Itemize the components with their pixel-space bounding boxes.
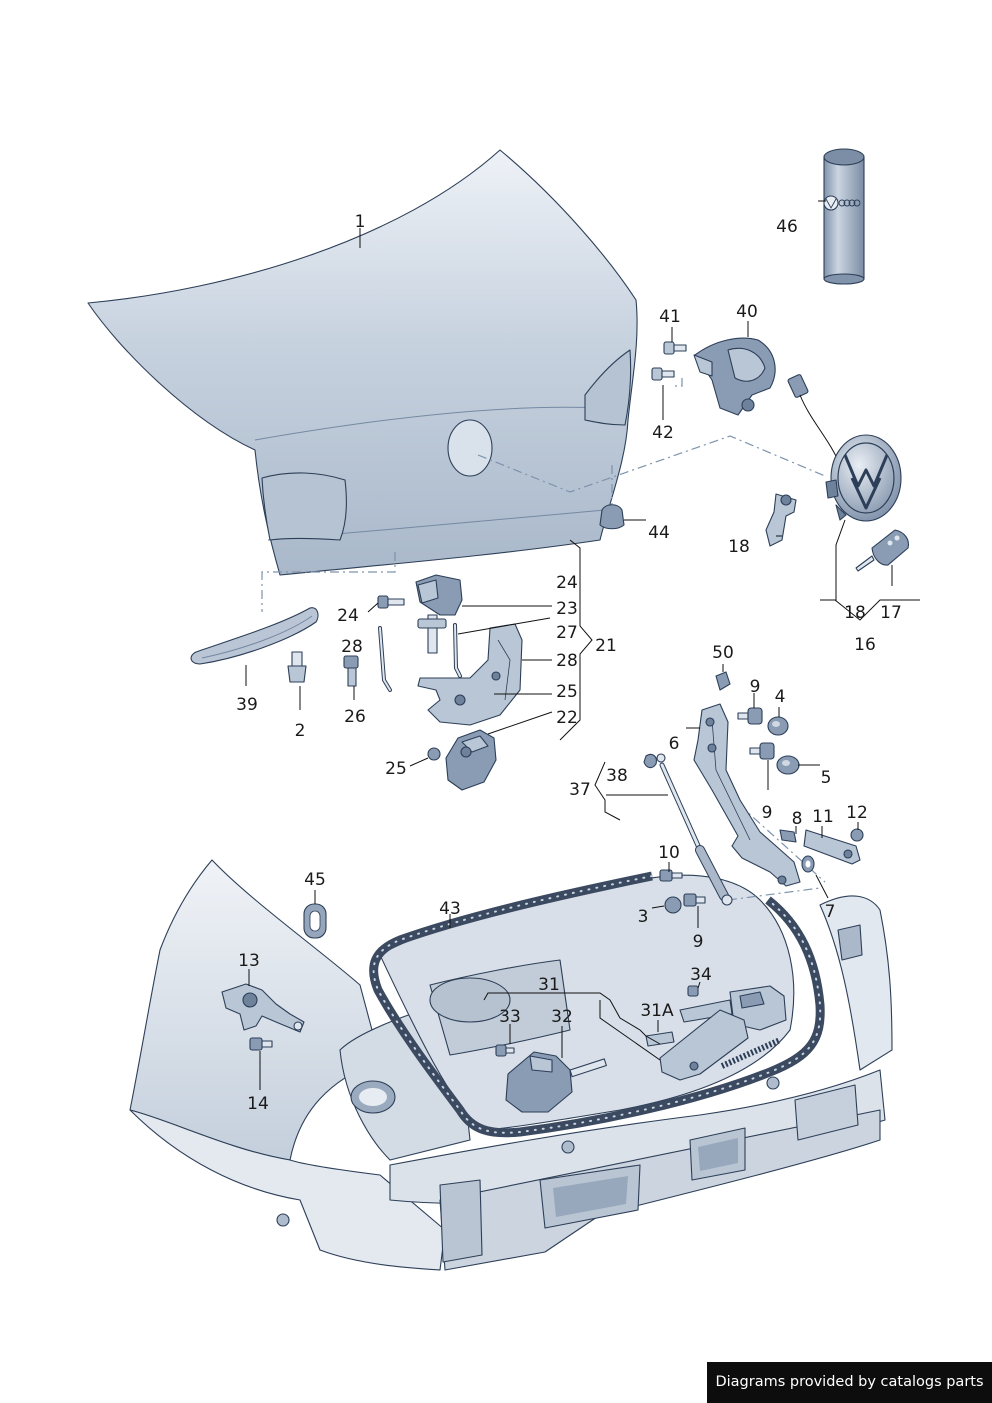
callout-9-middle: 9	[762, 803, 773, 823]
clip-8	[779, 829, 797, 843]
callout-6: 6	[669, 734, 680, 754]
callout-50: 50	[712, 643, 734, 663]
seal-ring-45	[303, 903, 327, 939]
trunk-lock-latch	[445, 729, 497, 791]
lock-cylinder-bracket	[765, 493, 797, 547]
actuator-rod-27	[453, 623, 462, 678]
callout-14: 14	[247, 1094, 269, 1114]
callout-41: 41	[659, 307, 681, 327]
central-locking-motor	[415, 574, 463, 654]
trunk-release-actuator	[505, 1051, 607, 1113]
callout-18-lower: 18	[844, 603, 866, 623]
callout-43: 43	[439, 899, 461, 919]
paint-can	[823, 148, 865, 285]
callout-24-right: 24	[556, 573, 578, 593]
lock-mechanism	[693, 337, 776, 416]
callout-18-upper: 18	[728, 537, 750, 557]
callout-37: 37	[569, 780, 591, 800]
circlip-38	[643, 753, 666, 769]
washer-7	[801, 855, 815, 873]
bush-3	[664, 896, 682, 914]
callout-28-right: 28	[556, 651, 578, 671]
grommet-44	[599, 504, 625, 530]
gas-strut	[659, 762, 733, 906]
callout-26: 26	[344, 707, 366, 727]
callout-9-lower: 9	[693, 932, 704, 952]
bush-5	[776, 755, 800, 775]
hinge-tension-bracket	[659, 985, 787, 1081]
callout-31A: 31A	[640, 1001, 674, 1021]
callout-5: 5	[821, 768, 832, 788]
nut-25	[427, 747, 441, 761]
callout-4: 4	[775, 687, 786, 707]
callout-10: 10	[658, 843, 680, 863]
callout-9-upper: 9	[750, 677, 761, 697]
callout-21: 21	[595, 636, 617, 656]
remote-key	[855, 529, 909, 572]
screw-9-upper	[737, 707, 763, 725]
nut-12	[850, 828, 864, 842]
screw-9-bottom	[683, 893, 706, 907]
callout-8: 8	[792, 809, 803, 829]
wiring-connector	[787, 374, 841, 466]
callout-3: 3	[638, 907, 649, 927]
callout-33: 33	[499, 1007, 521, 1027]
callout-27: 27	[556, 623, 578, 643]
screw-34	[687, 985, 699, 997]
callout-45: 45	[304, 870, 326, 890]
screw-9-lower	[749, 742, 775, 760]
callout-1: 1	[355, 212, 366, 232]
callout-24-left: 24	[337, 606, 359, 626]
screw-42	[651, 367, 675, 381]
callout-2: 2	[295, 721, 306, 741]
callout-12: 12	[846, 803, 868, 823]
callout-7: 7	[825, 902, 836, 922]
screw-41	[663, 341, 687, 355]
trunk-lid	[87, 149, 638, 576]
callout-25-left: 25	[385, 759, 407, 779]
callout-23: 23	[556, 599, 578, 619]
credit-banner: Diagrams provided by catalogs parts	[707, 1362, 992, 1403]
bush-4	[767, 716, 789, 736]
screw-33	[495, 1044, 515, 1057]
callout-25-right: 25	[556, 682, 578, 702]
lock-bracket-plate	[417, 623, 523, 726]
callout-34: 34	[690, 965, 712, 985]
clip-50	[715, 671, 731, 691]
callout-17: 17	[880, 603, 902, 623]
trunk-hinge-left	[221, 983, 305, 1033]
screw-26	[343, 655, 359, 687]
callout-11: 11	[812, 807, 834, 827]
callout-42: 42	[652, 423, 674, 443]
bolt-24	[377, 595, 405, 609]
callout-22: 22	[556, 708, 578, 728]
trunk-handle-strip	[190, 607, 319, 665]
callout-46: 46	[776, 217, 798, 237]
callout-44: 44	[648, 523, 670, 543]
callout-38: 38	[606, 766, 628, 786]
actuator-rod-28	[378, 626, 392, 692]
bolt-14	[249, 1037, 273, 1051]
callout-31: 31	[538, 975, 560, 995]
callout-labels: 1 46 41 40 42 44 18 18 17 16 24 23 24 27…	[236, 212, 902, 1114]
vw-emblem	[825, 434, 902, 522]
callout-28-left: 28	[341, 637, 363, 657]
callout-32: 32	[551, 1007, 573, 1027]
callout-40: 40	[736, 302, 758, 322]
callout-16: 16	[854, 635, 876, 655]
trunk-hinge-right	[693, 703, 801, 887]
trim-strip-31A	[645, 1031, 675, 1047]
spring-plate-11	[803, 829, 861, 865]
rubber-buffer	[287, 651, 307, 683]
callout-39: 39	[236, 695, 258, 715]
leader-lines	[245, 200, 920, 1090]
callout-13: 13	[238, 951, 260, 971]
screw-10	[659, 869, 683, 882]
